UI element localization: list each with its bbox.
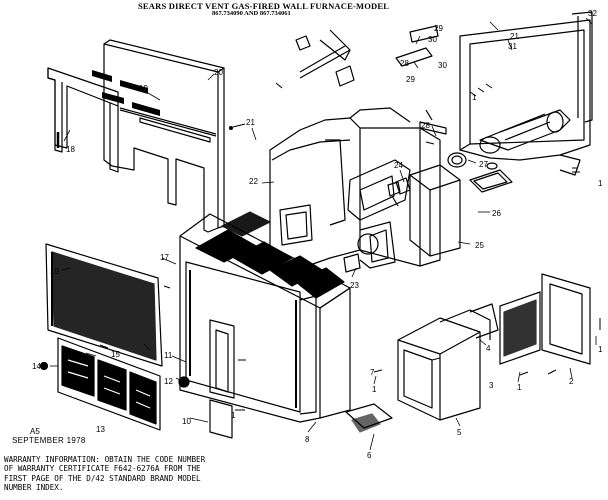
callout-21-left: 21 bbox=[246, 118, 255, 127]
callout-11: 11 bbox=[164, 351, 173, 360]
callout-19: 19 bbox=[139, 84, 148, 93]
callout-7: 7 bbox=[370, 368, 375, 377]
callout-labels: 1 1 1 1 1 1 2 3 4 5 6 7 8 10 10 11 12 13… bbox=[32, 9, 603, 460]
publication-date: SEPTEMBER 1978 bbox=[12, 436, 86, 445]
callout-23: 23 bbox=[350, 281, 359, 290]
callout-18: 18 bbox=[66, 145, 75, 154]
page-code: A5 bbox=[30, 427, 40, 436]
diagram-title: SEARS DIRECT VENT GAS-FIRED WALL FURNACE… bbox=[138, 1, 390, 11]
part-28-plate bbox=[395, 25, 439, 67]
callout-14: 14 bbox=[32, 362, 41, 371]
callout-1-screen: 1 bbox=[517, 383, 522, 392]
callout-5: 5 bbox=[457, 428, 462, 437]
part-8-cabinet bbox=[179, 211, 351, 423]
callout-29-low: 29 bbox=[406, 75, 415, 84]
callout-8: 8 bbox=[305, 435, 310, 444]
part-27-gasket bbox=[447, 152, 498, 170]
callout-21-right: 21 bbox=[510, 32, 519, 41]
callout-25: 25 bbox=[475, 241, 484, 250]
callout-28-top: 28 bbox=[400, 59, 409, 68]
part-11-side-strip bbox=[209, 319, 235, 399]
callout-1-top: 1 bbox=[472, 93, 477, 102]
callout-22: 22 bbox=[249, 177, 258, 186]
part-3-screen bbox=[499, 291, 541, 365]
callout-6: 6 bbox=[367, 451, 372, 460]
part-13-grille bbox=[57, 337, 161, 431]
callout-26: 26 bbox=[492, 209, 501, 218]
callout-10-lower: 10 bbox=[182, 417, 191, 426]
part-23-block bbox=[343, 253, 361, 273]
callout-24: 24 bbox=[394, 161, 403, 170]
part-18-frame bbox=[47, 67, 119, 173]
part-22-heat-exchanger bbox=[269, 107, 441, 269]
callout-12: 12 bbox=[164, 377, 173, 386]
callout-2: 2 bbox=[569, 377, 574, 386]
part-6-bracket bbox=[345, 403, 393, 433]
part-25-vent-pipe bbox=[409, 164, 461, 257]
callout-32: 32 bbox=[588, 9, 597, 18]
part-10-lower-panel bbox=[209, 399, 233, 439]
part-5-burner-box bbox=[397, 309, 491, 421]
callout-20: 20 bbox=[214, 68, 223, 77]
callout-28-mid: 28 bbox=[421, 121, 430, 130]
part-10-filter bbox=[45, 243, 163, 367]
callout-15: 15 bbox=[111, 350, 120, 359]
screws bbox=[99, 82, 601, 411]
model-numbers: 867.734090 AND 867.734061 bbox=[212, 10, 291, 17]
callout-31: 31 bbox=[508, 42, 517, 51]
part-31-rear-housing bbox=[459, 19, 591, 176]
callout-30-low: 30 bbox=[438, 61, 447, 70]
callout-1-right: 1 bbox=[598, 179, 603, 188]
callout-1-bottom-left: 1 bbox=[231, 411, 236, 420]
part-12-knob bbox=[178, 376, 190, 388]
callout-13: 13 bbox=[96, 425, 105, 434]
part-4-duct bbox=[469, 303, 499, 339]
part-26-flue-collar bbox=[469, 169, 513, 193]
callout-29-top: 29 bbox=[434, 24, 443, 33]
part-32-side-rail bbox=[571, 11, 593, 123]
callout-30-top: 30 bbox=[428, 35, 437, 44]
callout-1-mid: 1 bbox=[372, 385, 377, 394]
part-2-frame bbox=[541, 273, 591, 365]
part-20-back-panel bbox=[92, 39, 225, 233]
callout-17: 17 bbox=[160, 253, 169, 262]
callout-10-filter: 10 bbox=[50, 267, 59, 276]
part-24-pilot bbox=[391, 177, 411, 207]
part-14-screw bbox=[39, 361, 49, 371]
callout-4: 4 bbox=[486, 344, 491, 353]
leader-lines bbox=[50, 17, 597, 451]
warranty-info: WARRANTY INFORMATION: OBTAIN THE CODE NU… bbox=[4, 455, 206, 493]
part-29-bracket bbox=[295, 29, 447, 135]
callout-3: 3 bbox=[489, 381, 494, 390]
callout-27: 27 bbox=[479, 160, 488, 169]
callout-1-frame: 1 bbox=[598, 345, 603, 354]
